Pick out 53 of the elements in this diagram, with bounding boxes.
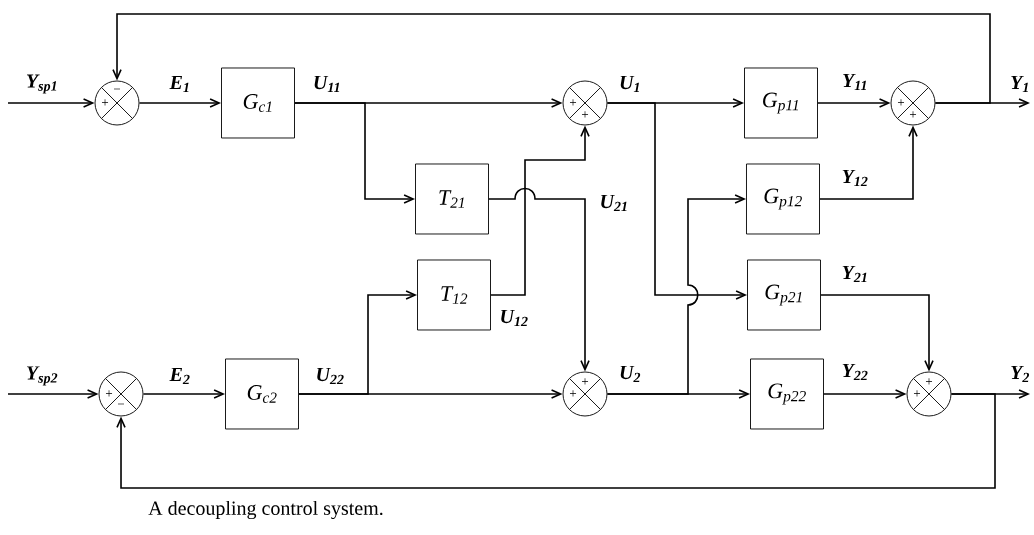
caption: A decoupling control system. [148, 500, 383, 520]
signal-label: E$_{2}$ [169, 367, 190, 385]
signal-label: U$_{1}$ [620, 75, 640, 93]
arrow [138, 98, 222, 108]
block: G$_{p11}$ [744, 67, 818, 139]
signal-label: U$_{11}$ [314, 75, 340, 93]
arrow [606, 102, 748, 300]
arrow [142, 389, 226, 399]
arrow [116, 393, 996, 489]
block: T$_{21}$ [415, 163, 489, 235]
block: G$_{p12}$ [746, 163, 820, 235]
sign: + [926, 378, 933, 385]
signal-label: E$_{1}$ [169, 75, 189, 93]
arrow [7, 389, 99, 399]
block: T$_{12}$ [417, 259, 491, 331]
sign: + [898, 99, 905, 106]
block: G$_{c1}$ [221, 67, 295, 139]
signal-label: Y$_{11}$ [843, 73, 867, 91]
sign: + [570, 390, 577, 397]
sign: + [102, 99, 109, 106]
arrow [112, 13, 991, 104]
arrow [817, 98, 891, 108]
signal-label: Y$_{2}$ [1011, 365, 1030, 383]
arrow [7, 98, 95, 108]
signal-label: U$_{2}$ [620, 365, 641, 383]
sign: + [582, 378, 589, 385]
arrow [606, 194, 747, 395]
arrow [823, 389, 907, 399]
block: G$_{p22}$ [750, 358, 824, 430]
sign: + [582, 111, 589, 118]
arrow [820, 294, 934, 372]
signal-label: Y$_{22}$ [842, 363, 868, 381]
sign: + [570, 99, 577, 106]
block: G$_{p21}$ [747, 259, 821, 331]
signal-label: U$_{21}$ [601, 194, 627, 212]
arrow [490, 125, 590, 296]
sign: − [118, 403, 125, 405]
arrow [488, 187, 590, 372]
signal-label: Y$_{12}$ [842, 169, 868, 187]
signal-label: U$_{12}$ [501, 309, 528, 327]
sign: + [106, 390, 113, 397]
sign: − [114, 88, 121, 90]
block: G$_{c2}$ [225, 358, 299, 430]
sign: + [910, 111, 917, 118]
arrow [819, 125, 918, 200]
signal-label: Y$_{sp2}$ [26, 366, 58, 386]
signal-label: Y$_{21}$ [842, 265, 867, 283]
arrow [298, 290, 418, 395]
signal-label: Y$_{1}$ [1011, 75, 1028, 93]
signal-label: U$_{22}$ [317, 367, 344, 385]
arrow [294, 102, 416, 204]
signal-label: Y$_{sp1}$ [26, 74, 57, 94]
sign: + [914, 390, 921, 397]
